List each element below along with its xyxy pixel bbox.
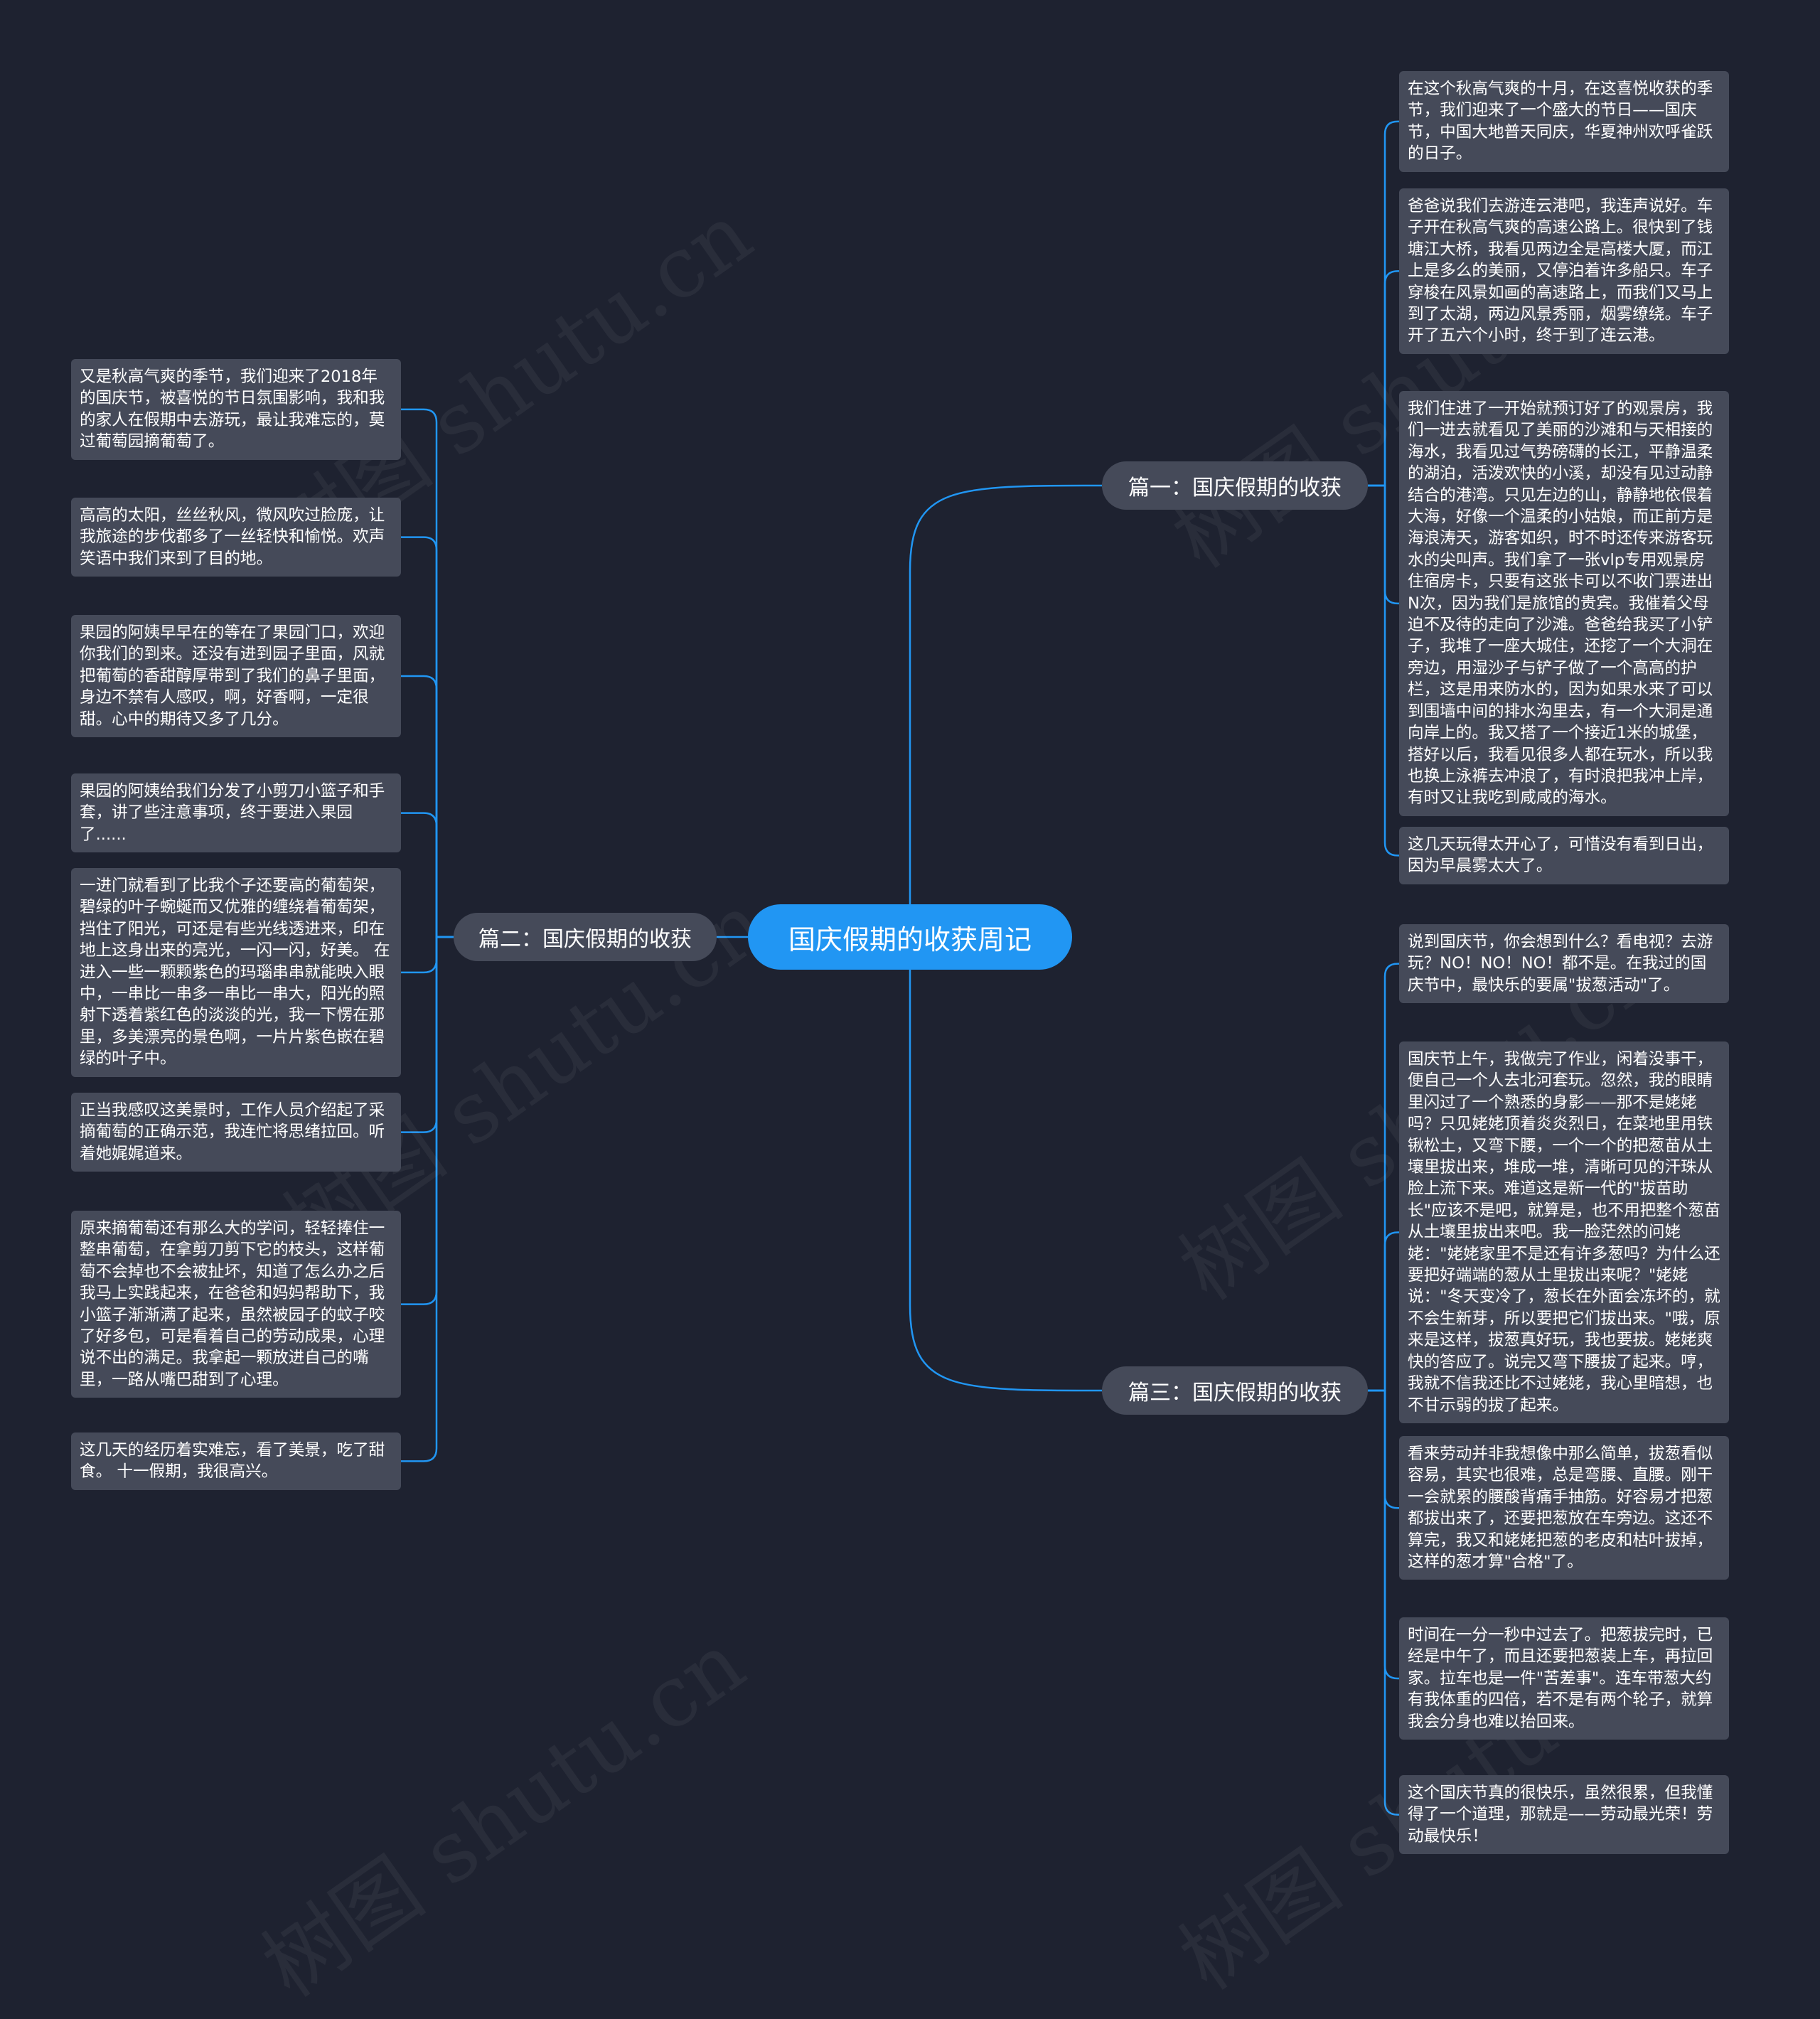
leaf-node: 在这个秋高气爽的十月，在这喜悦收获的季节，我们迎来了一个盛大的节日——国庆节，中…	[1399, 71, 1729, 172]
connector-line	[401, 936, 454, 1462]
leaf-node: 正当我感叹这美景时，工作人员介绍起了采摘葡萄的正确示范，我连忙将思绪拉回。听着她…	[71, 1093, 401, 1172]
leaf-node: 说到国庆节，你会想到什么？看电视？去游玩？NO！NO！NO！都不是。在我过的国庆…	[1399, 924, 1729, 1004]
leaf-node: 高高的太阳，丝丝秋风，微风吹过脸庞，让我旅途的步伐都多了一丝轻快和愉悦。欢声笑语…	[71, 498, 401, 577]
leaf-node: 我们住进了一开始就预订好了的观景房，我们一进去就看见了美丽的沙滩和与天相接的海水…	[1399, 391, 1729, 816]
leaf-node: 果园的阿姨早早在的等在了果园门口，欢迎你我们的到来。还没有进到园子里面，风就把葡…	[71, 615, 401, 738]
branch-node-3[interactable]: 篇三：国庆假期的收获	[1102, 1366, 1368, 1415]
leaf-node: 这个国庆节真的很快乐，虽然很累，但我懂得了一个道理，那就是——劳动最光荣！劳动最…	[1399, 1775, 1729, 1855]
leaf-node: 国庆节上午，我做完了作业，闲着没事干，便自己一个人去北河套玩。忽然，我的眼睛里闪…	[1399, 1041, 1729, 1423]
leaf-node: 原来摘葡萄还有那么大的学问，轻轻捧住一整串葡萄，在拿剪刀剪下它的枝头，这样葡萄不…	[71, 1211, 401, 1398]
connector-line	[909, 970, 1103, 1392]
leaf-node: 这几天的经历着实难忘，看了美景，吃了甜食。 十一假期，我很高兴。	[71, 1432, 401, 1490]
connector-line	[401, 936, 454, 974]
connector-line	[401, 936, 454, 1133]
connector-layer	[401, 120, 1399, 1816]
connector-line	[1368, 1389, 1399, 1509]
leaf-node: 一进门就看到了比我个子还要高的葡萄架，碧绿的叶子蜿蜒而又优雅的缠绕着葡萄架，挡住…	[71, 868, 401, 1077]
leaf-node: 这几天玩得太开心了，可惜没有看到日出，因为早晨雾太大了。	[1399, 827, 1729, 884]
connector-line	[401, 812, 454, 938]
mindmap-canvas: 树图 shutu.cn 树图 shutu.cn 树图 shutu.cn 树图 s…	[71, 71, 1729, 2015]
connector-line	[1368, 120, 1399, 487]
connector-line	[401, 936, 454, 1305]
connector-line	[1368, 484, 1399, 605]
root-node[interactable]: 国庆假期的收获周记	[748, 904, 1072, 970]
connector-line	[1368, 963, 1399, 1392]
connector-line	[1368, 1231, 1399, 1392]
branch-node-2[interactable]: 篇二：国庆假期的收获	[454, 913, 717, 961]
connector-line	[1368, 484, 1399, 857]
connector-line	[1368, 1389, 1399, 1816]
leaf-node: 果园的阿姨给我们分发了小剪刀小篮子和手套，讲了些注意事项，终于要进入果园了...…	[71, 773, 401, 853]
leaf-node: 时间在一分一秒中过去了。把葱拔完时，已经是中午了，而且还要把葱装上车，再拉回家。…	[1399, 1617, 1729, 1740]
leaf-node: 看来劳动并非我想像中那么简单，拔葱看似容易，其实也很难，总是弯腰、直腰。刚干一会…	[1399, 1436, 1729, 1580]
connector-line	[401, 675, 454, 938]
branch-node-1[interactable]: 篇一：国庆假期的收获	[1102, 461, 1368, 510]
connector-line	[909, 484, 1103, 904]
connector-line	[401, 408, 454, 938]
leaf-node: 爸爸说我们去游连云港吧，我连声说好。车子开在秋高气爽的高速公路上。很快到了钱塘江…	[1399, 188, 1729, 354]
leaf-node: 又是秋高气爽的季节，我们迎来了2018年的国庆节，被喜悦的节日氛围影响，我和我的…	[71, 359, 401, 460]
connector-line	[401, 536, 454, 938]
connector-line	[1368, 270, 1399, 487]
connector-line	[1368, 1389, 1399, 1680]
